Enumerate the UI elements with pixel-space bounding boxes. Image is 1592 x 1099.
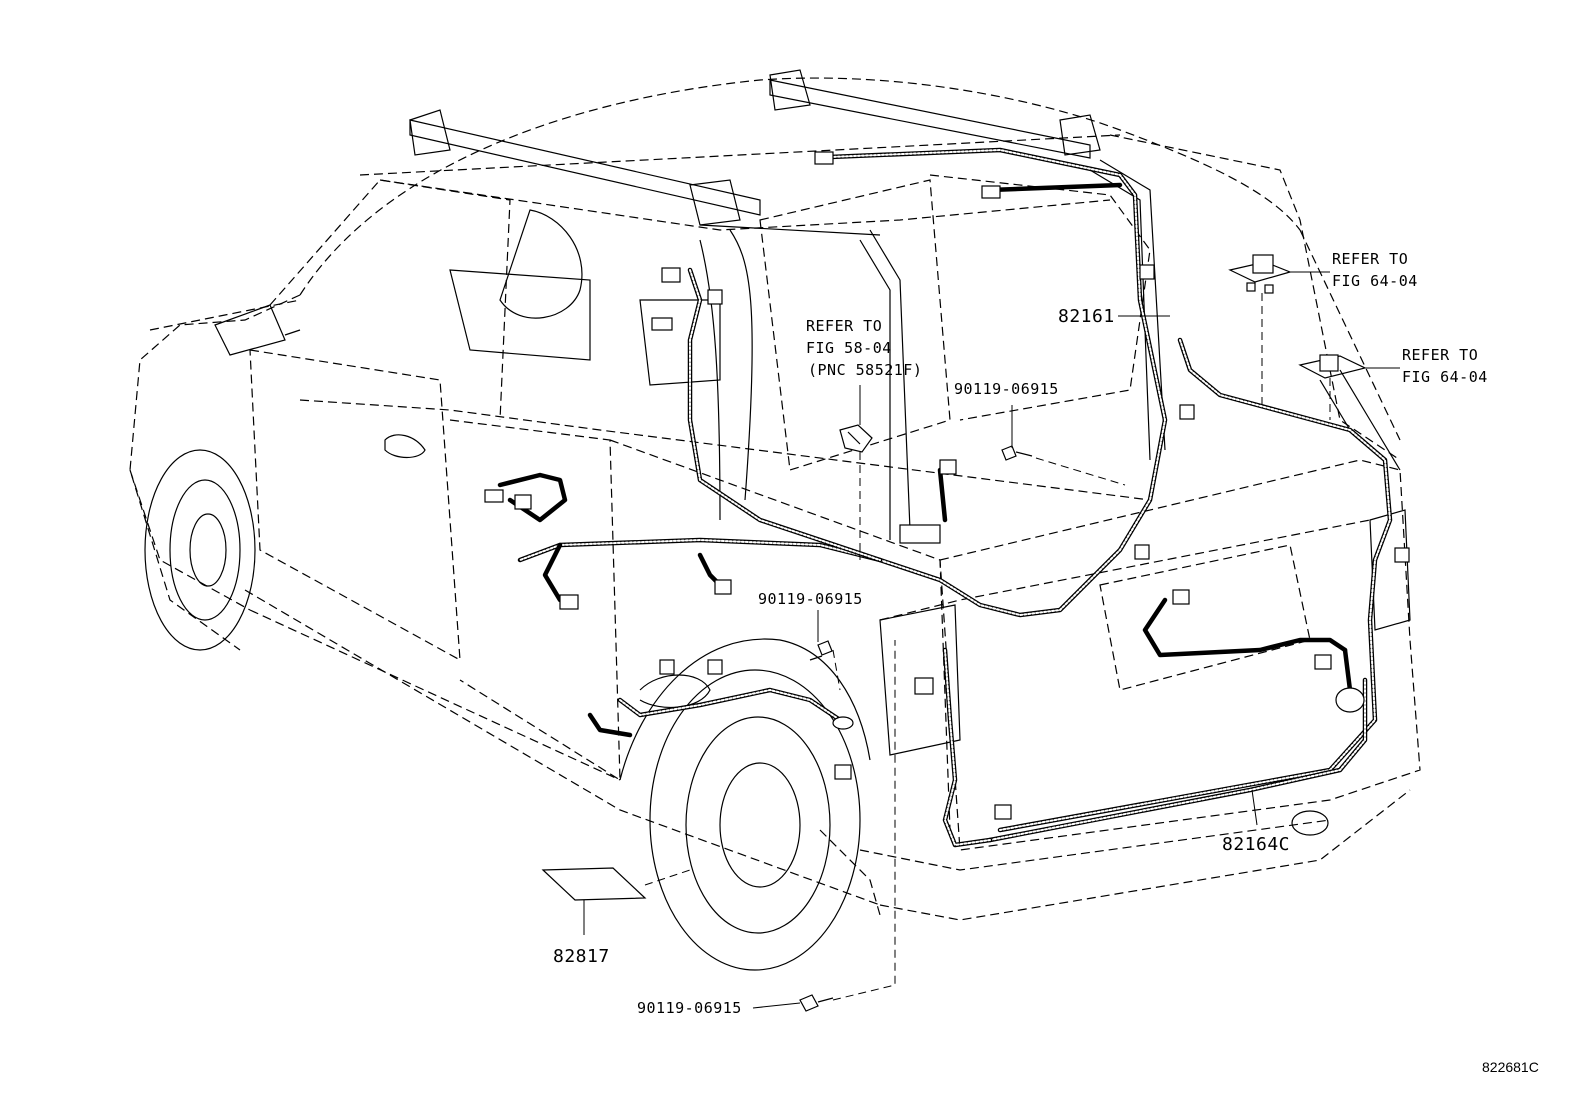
connector: [914, 677, 934, 695]
leader-lines: [583, 271, 1400, 1009]
vehicle-structure: [144, 69, 1411, 971]
connector: [1314, 654, 1332, 670]
connector: [651, 317, 673, 331]
wiring-harness-82161: [497, 147, 1393, 833]
part-number-bolt-upper: 90119-06915: [954, 380, 1059, 398]
connector: [939, 459, 957, 475]
connector: [899, 524, 941, 544]
refer-58-line3: (PNC 58521F): [808, 361, 922, 379]
connector: [1335, 687, 1365, 713]
connector: [834, 764, 852, 780]
bolt-90119-lower: [799, 994, 834, 1012]
relay-bracket-lower: [1298, 354, 1367, 379]
caution-label-sheet: [541, 867, 647, 901]
figure-id: 822681C: [1482, 1059, 1539, 1075]
refer-58-line2: FIG 58-04: [806, 339, 892, 357]
bolt-90119-upper: [1001, 445, 1033, 461]
refer-58-line1: REFER TO: [806, 317, 882, 335]
connector: [514, 494, 532, 510]
refer-64a-line1: REFER TO: [1332, 250, 1408, 268]
connector: [1394, 547, 1410, 563]
wiring-harness-82164c: [587, 597, 1368, 848]
refer-64b-line2: FIG 64-04: [1402, 368, 1488, 386]
connector: [1172, 589, 1190, 605]
harness-connectors: [484, 151, 1410, 820]
part-number-82164c: 82164C: [1222, 834, 1290, 855]
part-number-bolt-middle: 90119-06915: [758, 590, 863, 608]
connector: [814, 151, 834, 165]
connector: [484, 489, 504, 503]
vehicle-body-outline: [129, 77, 1421, 921]
connector: [659, 659, 675, 675]
bolt-90119-middle: [809, 640, 833, 661]
part-number-82161: 82161: [1058, 306, 1115, 327]
connector: [707, 289, 723, 305]
refer-64a-line2: FIG 64-04: [1332, 272, 1418, 290]
connector: [707, 659, 723, 675]
connector: [714, 579, 732, 595]
connector: [559, 594, 579, 610]
connector: [994, 804, 1012, 820]
connector: [1179, 404, 1195, 420]
part-number-bolt-lower: 90119-06915: [637, 999, 742, 1017]
retainer-clip: [839, 424, 873, 453]
connector: [1134, 544, 1150, 560]
connector: [981, 185, 1001, 199]
part-number-82817: 82817: [553, 946, 610, 967]
connector: [1139, 264, 1155, 280]
grommet: [832, 716, 854, 730]
connector: [661, 267, 681, 283]
refer-64b-line1: REFER TO: [1402, 346, 1478, 364]
relay-bracket-upper: [1228, 254, 1292, 294]
